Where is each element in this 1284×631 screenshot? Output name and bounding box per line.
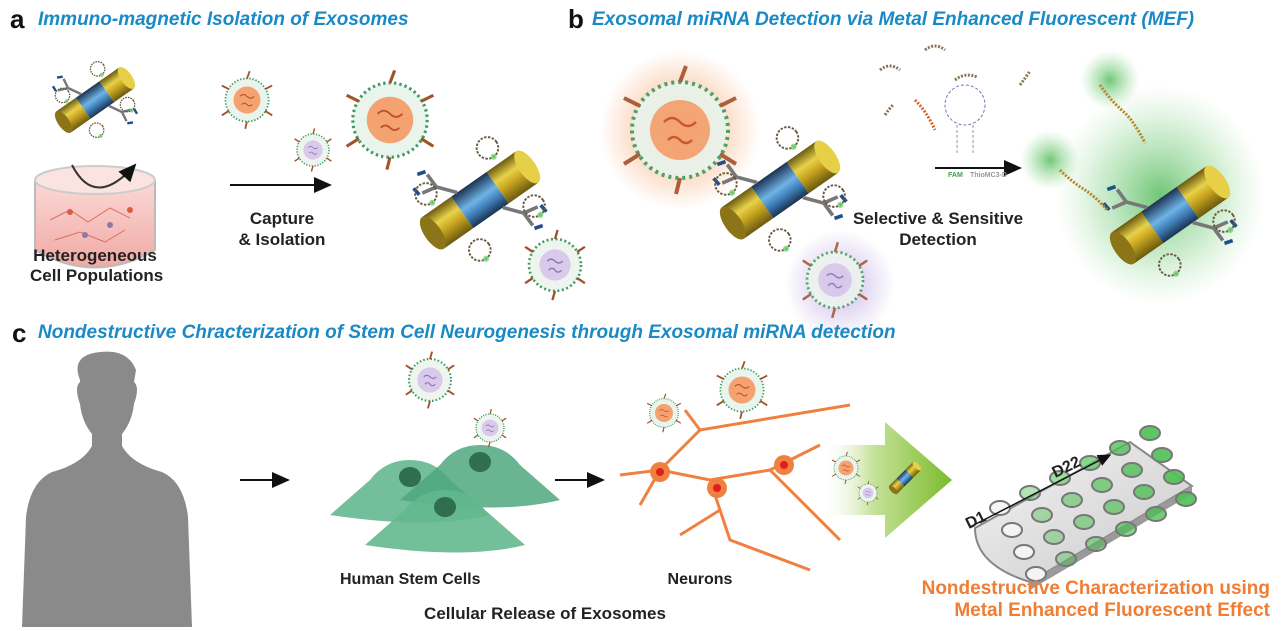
dna-helix-icon — [1098, 84, 1147, 144]
mirna-strands-icon — [879, 44, 1032, 116]
result-label-line2: Metal Enhanced Fluorescent Effect — [954, 600, 1270, 621]
green-fluorescence-glow — [1055, 85, 1265, 305]
well — [1133, 484, 1155, 500]
well — [1049, 470, 1071, 486]
well — [1019, 485, 1041, 501]
result-label-line1: Nondestructive Characterization using — [921, 578, 1270, 599]
panel-a-title: Immuno-magnetic Isolation of Exosomes — [38, 9, 409, 30]
exosome-orange-small-icon — [646, 393, 682, 433]
culture-dish-icon — [34, 165, 156, 269]
well — [989, 500, 1011, 516]
capture-label-line2: & Isolation — [238, 230, 326, 249]
well — [1139, 425, 1161, 441]
panel-a-illustration — [34, 58, 587, 302]
neurons-icon — [619, 403, 851, 572]
panel-b-letter: b — [568, 4, 584, 34]
captured-exosome-purple-icon — [523, 228, 587, 302]
panel-a-letter: a — [10, 4, 25, 34]
well — [1103, 499, 1125, 515]
dish-label: Heterogeneous Cell Populations — [30, 246, 164, 286]
exosome-orange-icon — [715, 360, 769, 420]
fam-label: FAM — [948, 172, 963, 179]
capture-label-line1: Capture — [249, 209, 315, 228]
detection-label-line1: Selective & Sensitive — [852, 209, 1024, 228]
target-mirna-icon — [913, 98, 937, 131]
neurons-label: Neurons — [667, 571, 733, 588]
detection-label-line2: Detection — [899, 230, 977, 249]
dna-helix-icon — [1058, 168, 1109, 211]
result-label: Nondestructive Characterization using Me… — [830, 578, 1270, 622]
thiomc3-label: ThioMC3-D — [970, 172, 1007, 179]
time-arrow-icon — [969, 454, 1112, 528]
stem-cells-icon — [330, 445, 560, 553]
well — [1043, 529, 1065, 545]
exosome-purple-icon — [293, 127, 333, 173]
well — [1115, 521, 1137, 537]
detection-label: Selective & Sensitive Detection — [838, 208, 1038, 250]
panel-c-title: Nondestructive Chracterization of Stem C… — [38, 322, 896, 343]
well — [1175, 491, 1197, 507]
hairpin-probe-icon — [944, 84, 986, 155]
exosome-purple-icon — [404, 350, 456, 410]
captured-exosome-orange-icon — [345, 68, 435, 172]
well-plate-icon — [973, 425, 1197, 590]
mef-arrow-icon — [820, 422, 952, 538]
well — [1085, 536, 1107, 552]
human-silhouette-icon — [22, 351, 192, 627]
dish-label-line2: Cell Populations — [30, 266, 164, 285]
well — [1151, 447, 1173, 463]
panel-b-illustration — [600, 44, 1265, 340]
curved-arrow-icon — [71, 163, 137, 189]
panel-c-letter: c — [12, 318, 27, 348]
exosome-purple-small-icon — [473, 408, 507, 448]
well — [1121, 462, 1143, 478]
well — [1109, 440, 1131, 456]
well — [1061, 492, 1083, 508]
well — [1163, 469, 1185, 485]
stem-cells-label: Human Stem Cells — [340, 571, 481, 588]
well — [1013, 544, 1035, 560]
dish-label-line1: Heterogeneous — [33, 246, 157, 265]
well — [1031, 507, 1053, 523]
capture-label: Capture & Isolation — [222, 208, 342, 250]
well — [1145, 506, 1167, 522]
well — [1055, 551, 1077, 567]
well — [1001, 522, 1023, 538]
magnetic-bead-icon — [50, 58, 140, 143]
well — [1025, 566, 1047, 582]
release-label: Cellular Release of Exosomes — [424, 604, 666, 623]
panel-b-title: Exosomal miRNA Detection via Metal Enhan… — [592, 9, 1195, 30]
well — [1091, 477, 1113, 493]
exosome-orange-icon — [220, 70, 274, 130]
panel-c-illustration — [22, 350, 1197, 627]
well — [1073, 514, 1095, 530]
